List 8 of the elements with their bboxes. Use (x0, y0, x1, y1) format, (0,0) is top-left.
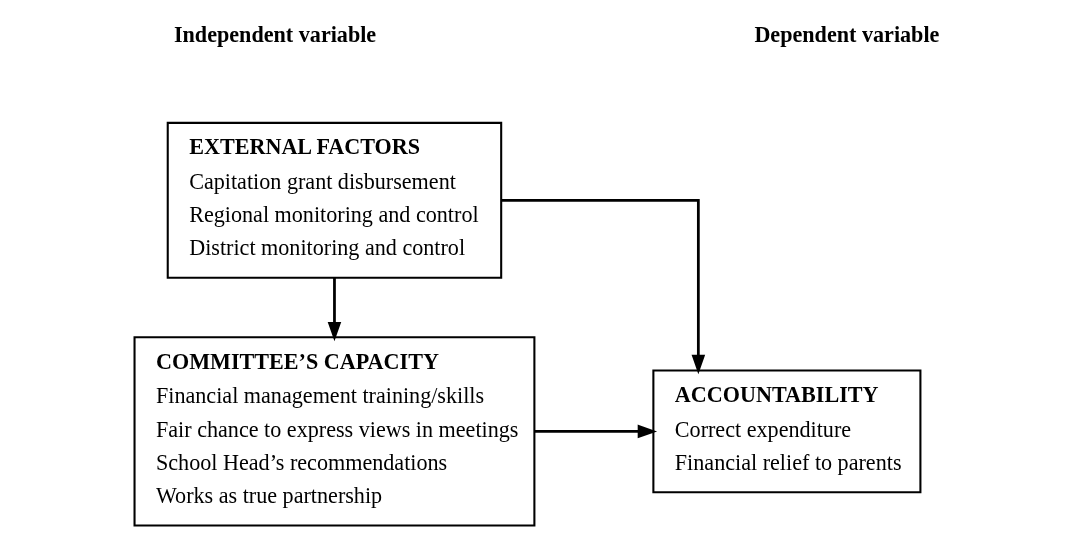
arrow (501, 198, 705, 375)
node-box: ACCOUNTABILITY Correct expenditure Financial relief to parents (651, 369, 921, 494)
label: Dependent variable (753, 22, 939, 48)
arrow (327, 277, 341, 342)
node-box: COMMITTEE’S CAPACITY Financial management training/skills Fair chance to express views in meetings School Head’s recommendations Works as true partnership (133, 336, 535, 527)
arrow (534, 424, 657, 439)
node-box: EXTERNAL FACTORS Capitation grant disbursement Regional monitoring and control District monitoring and control (166, 121, 502, 279)
label: Independent variable (173, 22, 376, 48)
